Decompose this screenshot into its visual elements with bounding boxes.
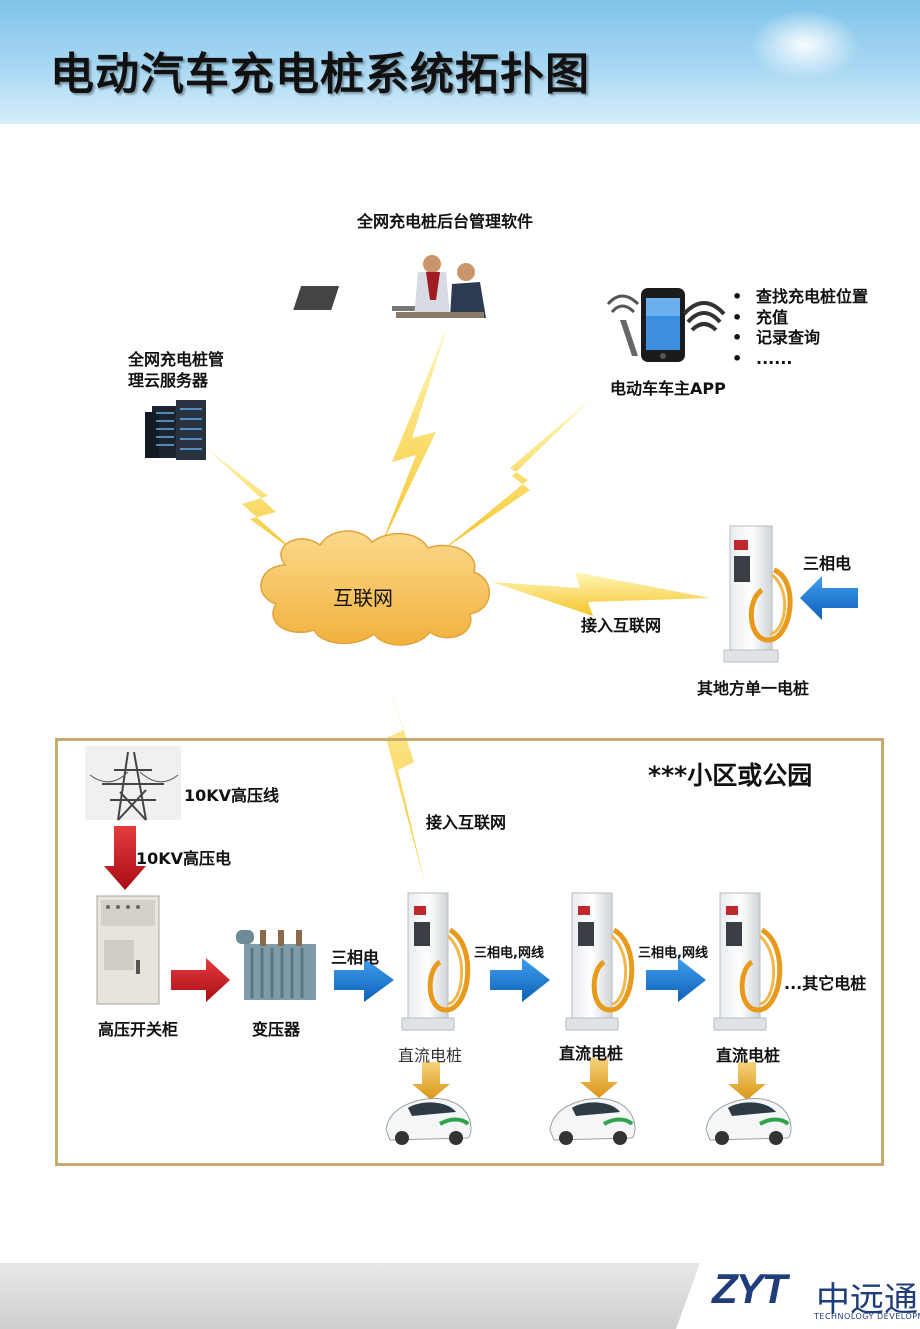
phone-app-icon (606, 288, 726, 362)
lightning-app (440, 398, 592, 552)
company-logo-subtitle: TECHNOLOGY DEVELOPMENT (814, 1312, 920, 1321)
lightning-remote (492, 572, 710, 616)
switch-cabinet-icon (96, 895, 160, 1005)
charging-pile-2-icon (565, 892, 635, 1031)
header-glow (750, 10, 860, 80)
lightning-software (380, 325, 448, 548)
charging-pile-3-icon (713, 892, 783, 1031)
remote-power-label: 三相电 (803, 554, 852, 573)
pile3-to-car-arrow (728, 1062, 766, 1100)
management-software-icon (293, 255, 486, 318)
server-label-line2: 理云服务器 (128, 371, 209, 390)
cloud-server-icon (145, 400, 206, 460)
switch-to-transformer-arrow (171, 958, 230, 1002)
park-net-label: 接入互联网 (426, 813, 507, 832)
app-feature-item: •查找充电桩位置 (732, 287, 869, 306)
pile-1-label: 直流电桩 (398, 1046, 463, 1065)
park-boundary (55, 738, 884, 1166)
electric-car-1-icon (385, 1098, 472, 1145)
pile1-to-pile2-arrow (490, 958, 550, 1002)
hv-line-label: 10KV高压线 (184, 786, 280, 805)
pile2-to-car-arrow (580, 1058, 618, 1098)
remote-power-arrow (800, 576, 858, 620)
pile-2-label: 直流电桩 (559, 1044, 624, 1063)
app-feature-item: •...... (732, 348, 793, 368)
electric-car-2-icon (549, 1098, 636, 1145)
internet-label: 互联网 (333, 586, 393, 610)
app-feature-list: •查找充电桩位置 •充值 •记录查询 •...... (732, 287, 868, 369)
pile-3-label: 直流电桩 (716, 1046, 781, 1065)
company-logo-letters: ZYT (712, 1265, 787, 1312)
pile2-to-pile3-arrow (646, 958, 706, 1002)
electric-car-3-icon (705, 1098, 792, 1145)
other-piles-label: ...其它电桩 (784, 974, 867, 993)
three-phase-label: 三相电 (331, 948, 380, 967)
app-feature-item: •记录查询 (732, 328, 821, 347)
hv-power-label: 10KV高压电 (136, 849, 232, 868)
internet-cloud (260, 530, 491, 646)
remote-net-label: 接入互联网 (581, 616, 662, 635)
lightning-park (378, 652, 424, 880)
link-label-2: 三相电,网线 (638, 946, 708, 961)
remote-charging-pile-icon (723, 525, 793, 663)
park-title: ***小区或公园 (648, 761, 813, 790)
transformer-to-pile-arrow (334, 958, 394, 1002)
app-feature-item: •充值 (732, 307, 789, 327)
hv-down-arrow (104, 826, 146, 890)
software-label: 全网充电桩后台管理软件 (357, 212, 534, 231)
transformer-icon (236, 930, 316, 1000)
page-title: 电动汽车充电桩系统拓扑图 (50, 49, 590, 100)
server-label-line1: 全网充电桩管 (128, 350, 225, 369)
company-logo-name: 中远通 (816, 1280, 918, 1320)
app-label: 电动车车主APP (610, 379, 726, 398)
transformer-label: 变压器 (252, 1020, 301, 1039)
remote-pile-label: 其地方单一电桩 (697, 679, 810, 698)
link-label-1: 三相电,网线 (474, 946, 544, 961)
charging-pile-1-icon (401, 892, 471, 1031)
pile1-to-car-arrow (412, 1062, 450, 1100)
footer-logo-area (700, 1263, 920, 1329)
transmission-tower-icon (85, 746, 181, 821)
lightning-server (205, 447, 300, 556)
switch-cabinet-label: 高压开关柜 (98, 1020, 179, 1039)
